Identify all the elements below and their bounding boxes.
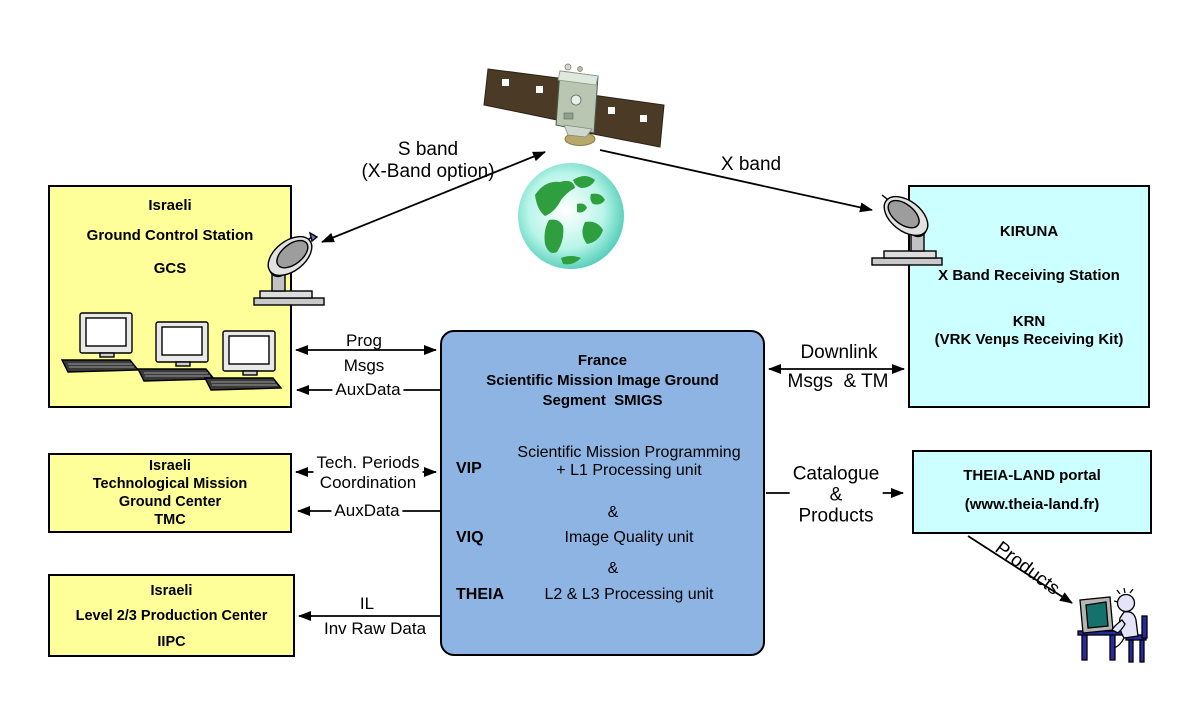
label-il: IL: [359, 594, 375, 613]
kiruna-title: KIRUNA: [999, 223, 1059, 240]
smigs-viq-abbr: VIQ: [456, 529, 484, 546]
label-inv-raw-data: Inv Raw Data: [323, 619, 427, 638]
smigs-viq-desc: Image Quality unit: [564, 529, 694, 546]
label-tech-periods: Tech. Periods Coordination: [313, 453, 423, 493]
label-prog: Prog: [346, 331, 382, 350]
gcs-abbr: GCS: [153, 260, 187, 277]
user-at-computer-icon: [1068, 588, 1158, 666]
label-msgs: Msgs: [343, 356, 385, 375]
workstation-icon-1: [60, 312, 142, 374]
label-auxdata-tmc: AuxData: [331, 501, 403, 521]
earth-icon: [515, 160, 627, 272]
smigs-separator-2: &: [607, 560, 619, 577]
portal-title: THEIA-LAND portal: [963, 467, 1101, 484]
tmc-abbr: TMC: [154, 512, 186, 528]
satellite-icon: [480, 55, 665, 155]
node-tmc: Israeli Technological Mission Ground Cen…: [48, 453, 292, 533]
label-x-band: X band: [720, 154, 782, 175]
smigs-abbr: Segment SMIGS: [542, 392, 663, 409]
kiruna-kit: (VRK Venµs Receiving Kit): [934, 331, 1124, 348]
kiruna-dish-icon: [868, 190, 946, 268]
node-smigs: France Scientific Mission Image Ground S…: [440, 330, 765, 656]
label-products: Products: [991, 537, 1064, 600]
workstation-icon-3: [203, 330, 285, 392]
node-theia-portal: THEIA-LAND portal (www.theia-land.fr): [912, 450, 1152, 534]
label-auxdata-gcs: AuxData: [332, 380, 404, 400]
tmc-title-1: Technological Mission: [92, 476, 248, 492]
smigs-title: Scientific Mission Image Ground: [486, 372, 719, 389]
smigs-country: France: [577, 352, 628, 369]
kiruna-subtitle: X Band Receiving Station: [938, 267, 1120, 284]
gcs-country: Israeli: [148, 197, 192, 214]
tmc-title-2: Ground Center: [118, 494, 222, 510]
iipc-country: Israeli: [150, 583, 193, 599]
smigs-theia-abbr: THEIA: [456, 586, 504, 603]
smigs-vip-desc: Scientific Mission Programming + L1 Proc…: [517, 444, 741, 479]
smigs-vip-abbr: VIP: [456, 460, 482, 477]
label-s-band: S band (X-Band option): [361, 139, 495, 182]
node-iipc: Israeli Level 2/3 Production Center IIPC: [48, 574, 295, 657]
kiruna-abbr: KRN: [1012, 313, 1046, 330]
label-downlink-msgs-tm: Msgs & TM: [787, 371, 889, 392]
gcs-title: Ground Control Station: [86, 227, 254, 244]
tmc-country: Israeli: [149, 458, 191, 474]
portal-url: (www.theia-land.fr): [964, 496, 1100, 513]
gcs-dish-icon: [250, 230, 328, 308]
node-kiruna: KIRUNA X Band Receiving Station KRN (VRK…: [908, 185, 1150, 408]
label-catalogue-products: Catalogue & Products: [789, 463, 883, 527]
iipc-abbr: IIPC: [157, 634, 186, 650]
label-downlink: Downlink: [800, 342, 878, 363]
iipc-title: Level 2/3 Production Center: [75, 608, 268, 624]
smigs-separator-1: &: [607, 504, 619, 521]
workstation-icon-2: [136, 321, 218, 383]
smigs-theia-desc: L2 & L3 Processing unit: [544, 586, 714, 603]
